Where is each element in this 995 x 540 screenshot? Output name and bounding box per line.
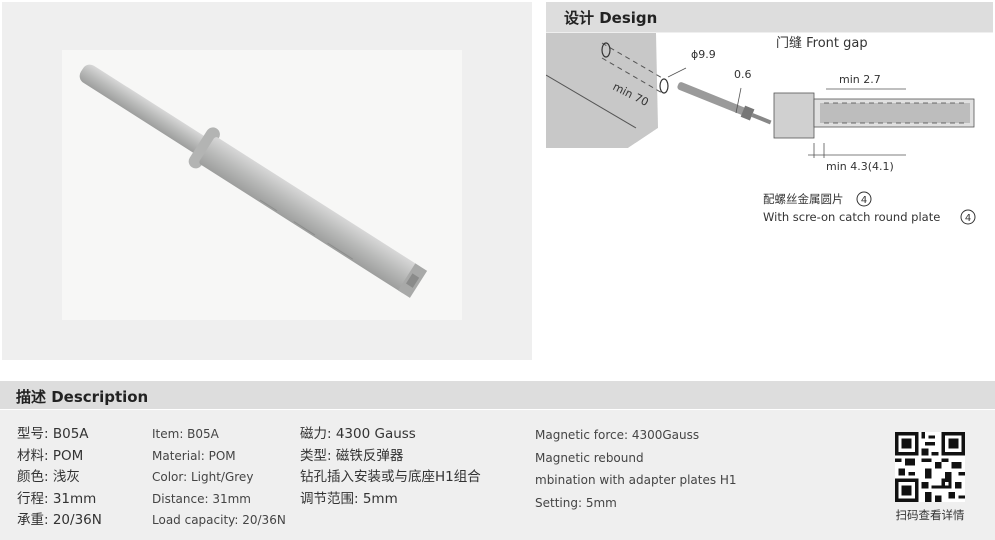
front-gap-label: 门缝 Front gap xyxy=(776,36,868,51)
qr-code-icon[interactable] xyxy=(895,432,965,502)
spec-install-en: mbination with adapter plates H1 xyxy=(535,473,737,487)
spec-install-cn: 钻孔插入安装或与底座H1组合 xyxy=(300,469,481,485)
spec-material-en: Material: POM xyxy=(152,448,236,463)
spec-type-cn: 类型: 磁铁反弹器 xyxy=(300,447,404,464)
circle-4-en: 4 xyxy=(965,213,971,224)
product-image-panel xyxy=(2,2,532,360)
spec-distance-en: Distance: 31mm xyxy=(152,491,251,506)
phi-label: ϕ9.9 xyxy=(691,48,716,61)
spec-item-en: Item: B05A xyxy=(152,427,219,441)
product-image xyxy=(62,50,462,320)
spec-stroke-cn: 行程: 31mm xyxy=(17,490,97,507)
design-title: 设计 Design xyxy=(564,9,658,27)
description-title: 描述 Description xyxy=(16,388,149,406)
note-en: With scre-on catch round plate xyxy=(763,210,940,224)
spec-load-en: Load capacity: 20/36N xyxy=(152,513,286,527)
technical-drawing: min 70 ϕ9.9 0.6 门缝 Front gap min 2.7 xyxy=(546,33,976,225)
design-panel: 设计 Design min 70 ϕ9.9 0.6 门缝 Fron xyxy=(546,2,993,366)
spec-col-en-2: Magnetic force: 4300Gauss Magnetic rebou… xyxy=(535,424,737,514)
spec-color-en: Color: Light/Grey xyxy=(152,470,254,484)
description-body: 型号: B05A 材料: POM 颜色: 浅灰 行程: 31mm 承重: 20/… xyxy=(0,410,995,540)
min43-label: min 4.3(4.1) xyxy=(826,160,894,173)
qr-label: 扫码查看详情 xyxy=(895,508,965,522)
spec-color-cn: 颜色: 浅灰 xyxy=(17,469,80,485)
spec-col-en-1: Item: B05A Material: POM Color: Light/Gr… xyxy=(152,424,286,532)
spec-col-cn-2: 磁力: 4300 Gauss 类型: 磁铁反弹器 钻孔插入安装或与底座H1组合 … xyxy=(300,424,481,510)
spec-type-en: Magnetic rebound xyxy=(535,450,644,465)
design-header: 设计 Design xyxy=(546,2,993,32)
spec-magnet-en: Magnetic force: 4300Gauss xyxy=(535,428,700,442)
spec-material-cn: 材料: POM xyxy=(17,447,84,464)
circle-4-cn: 4 xyxy=(861,195,867,206)
design-drawing: min 70 ϕ9.9 0.6 门缝 Front gap min 2.7 xyxy=(546,33,993,366)
spec-col-cn-1: 型号: B05A 材料: POM 颜色: 浅灰 行程: 31mm 承重: 20/… xyxy=(17,424,102,532)
spec-magnet-cn: 磁力: 4300 Gauss xyxy=(300,426,416,442)
spec-range-en: Setting: 5mm xyxy=(535,495,617,510)
v06-label: 0.6 xyxy=(734,68,752,81)
description-header: 描述 Description xyxy=(0,381,995,409)
spec-model-cn: 型号: B05A xyxy=(17,426,89,442)
spec-range-cn: 调节范围: 5mm xyxy=(300,490,398,507)
min27-label: min 2.7 xyxy=(839,73,881,86)
note-cn: 配螺丝金属圆片 xyxy=(763,192,844,206)
spec-load-cn: 承重: 20/36N xyxy=(17,512,102,528)
push-latch-illustration xyxy=(79,64,428,298)
